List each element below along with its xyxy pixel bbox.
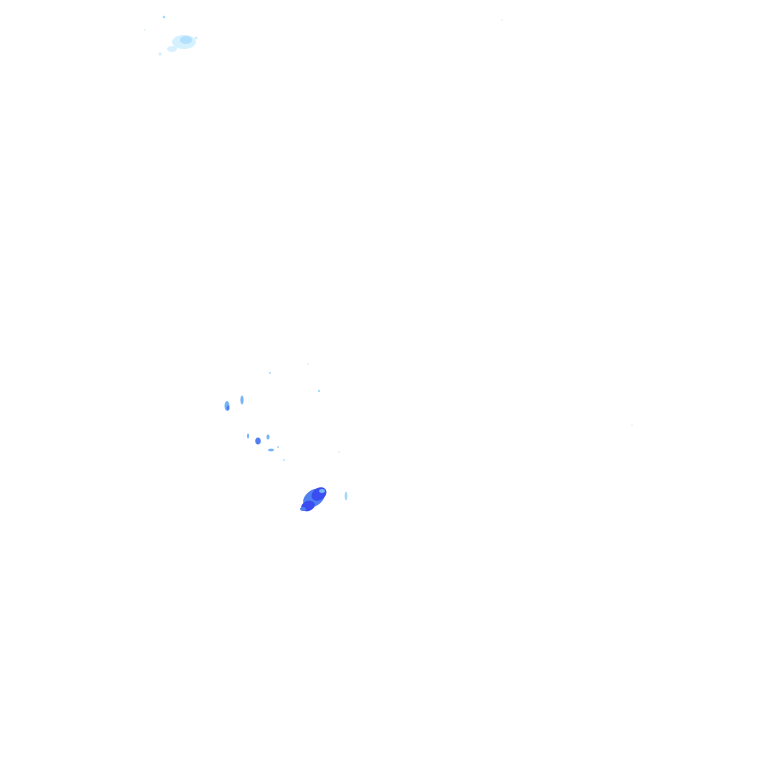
echo-speck	[338, 451, 340, 453]
east-isolated-speck	[344, 19, 633, 501]
northwest-light-cluster	[144, 15, 198, 56]
echo-speck	[501, 19, 503, 21]
echo-blob	[300, 507, 306, 511]
echo-blob	[319, 489, 325, 493]
echo-blob	[226, 405, 230, 411]
echo-speck	[317, 389, 321, 393]
echo-speck	[307, 363, 309, 365]
echo-speck	[269, 372, 271, 374]
echo-blob	[255, 437, 261, 445]
echo-blob	[344, 491, 348, 501]
echo-blob	[268, 448, 274, 452]
echo-speck	[631, 424, 633, 426]
southern-heavy-cell	[300, 487, 327, 512]
west-scattered-showers	[224, 363, 321, 411]
echo-speck	[283, 459, 285, 461]
echo-blob	[247, 433, 249, 439]
echo-speck	[144, 29, 146, 31]
echo-speck	[194, 36, 198, 40]
echo-speck	[277, 446, 279, 448]
echo-blob	[180, 36, 192, 44]
echo-blob	[266, 434, 270, 440]
central-small-showers	[247, 433, 340, 461]
echo-blob	[167, 46, 177, 52]
echo-speck	[162, 15, 166, 19]
echo-speck	[158, 52, 162, 56]
echo-blob	[240, 395, 244, 405]
